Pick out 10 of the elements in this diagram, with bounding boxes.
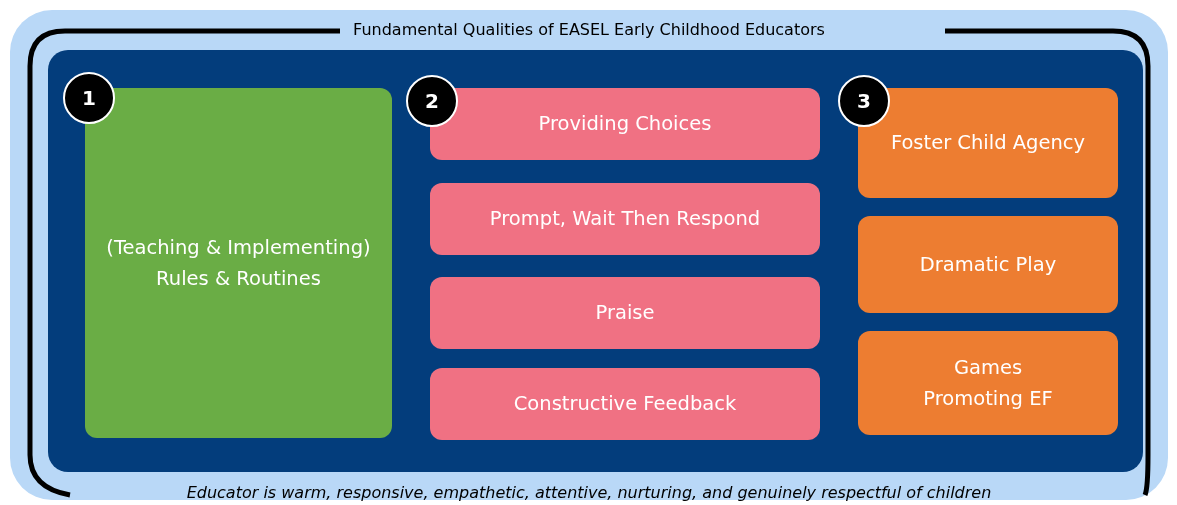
step-number: 2 bbox=[406, 75, 458, 127]
step-number: 1 bbox=[63, 72, 115, 124]
band-text: Educator is warm, responsive, empathetic, attentive, nurturing, and genuinely respectful of children bbox=[185, 483, 993, 502]
quality-box: Praise bbox=[430, 277, 820, 349]
quality-box: Constructive Feedback bbox=[430, 368, 820, 440]
quality-box: Prompt, Wait Then Respond bbox=[430, 183, 820, 255]
agency-box: Games Promoting EF bbox=[858, 331, 1118, 435]
heading: Fundamental Qualities of EASEL Early Childhood Educators bbox=[352, 20, 826, 39]
agency-box: Dramatic Play bbox=[858, 216, 1118, 313]
step-number: 3 bbox=[838, 75, 890, 127]
